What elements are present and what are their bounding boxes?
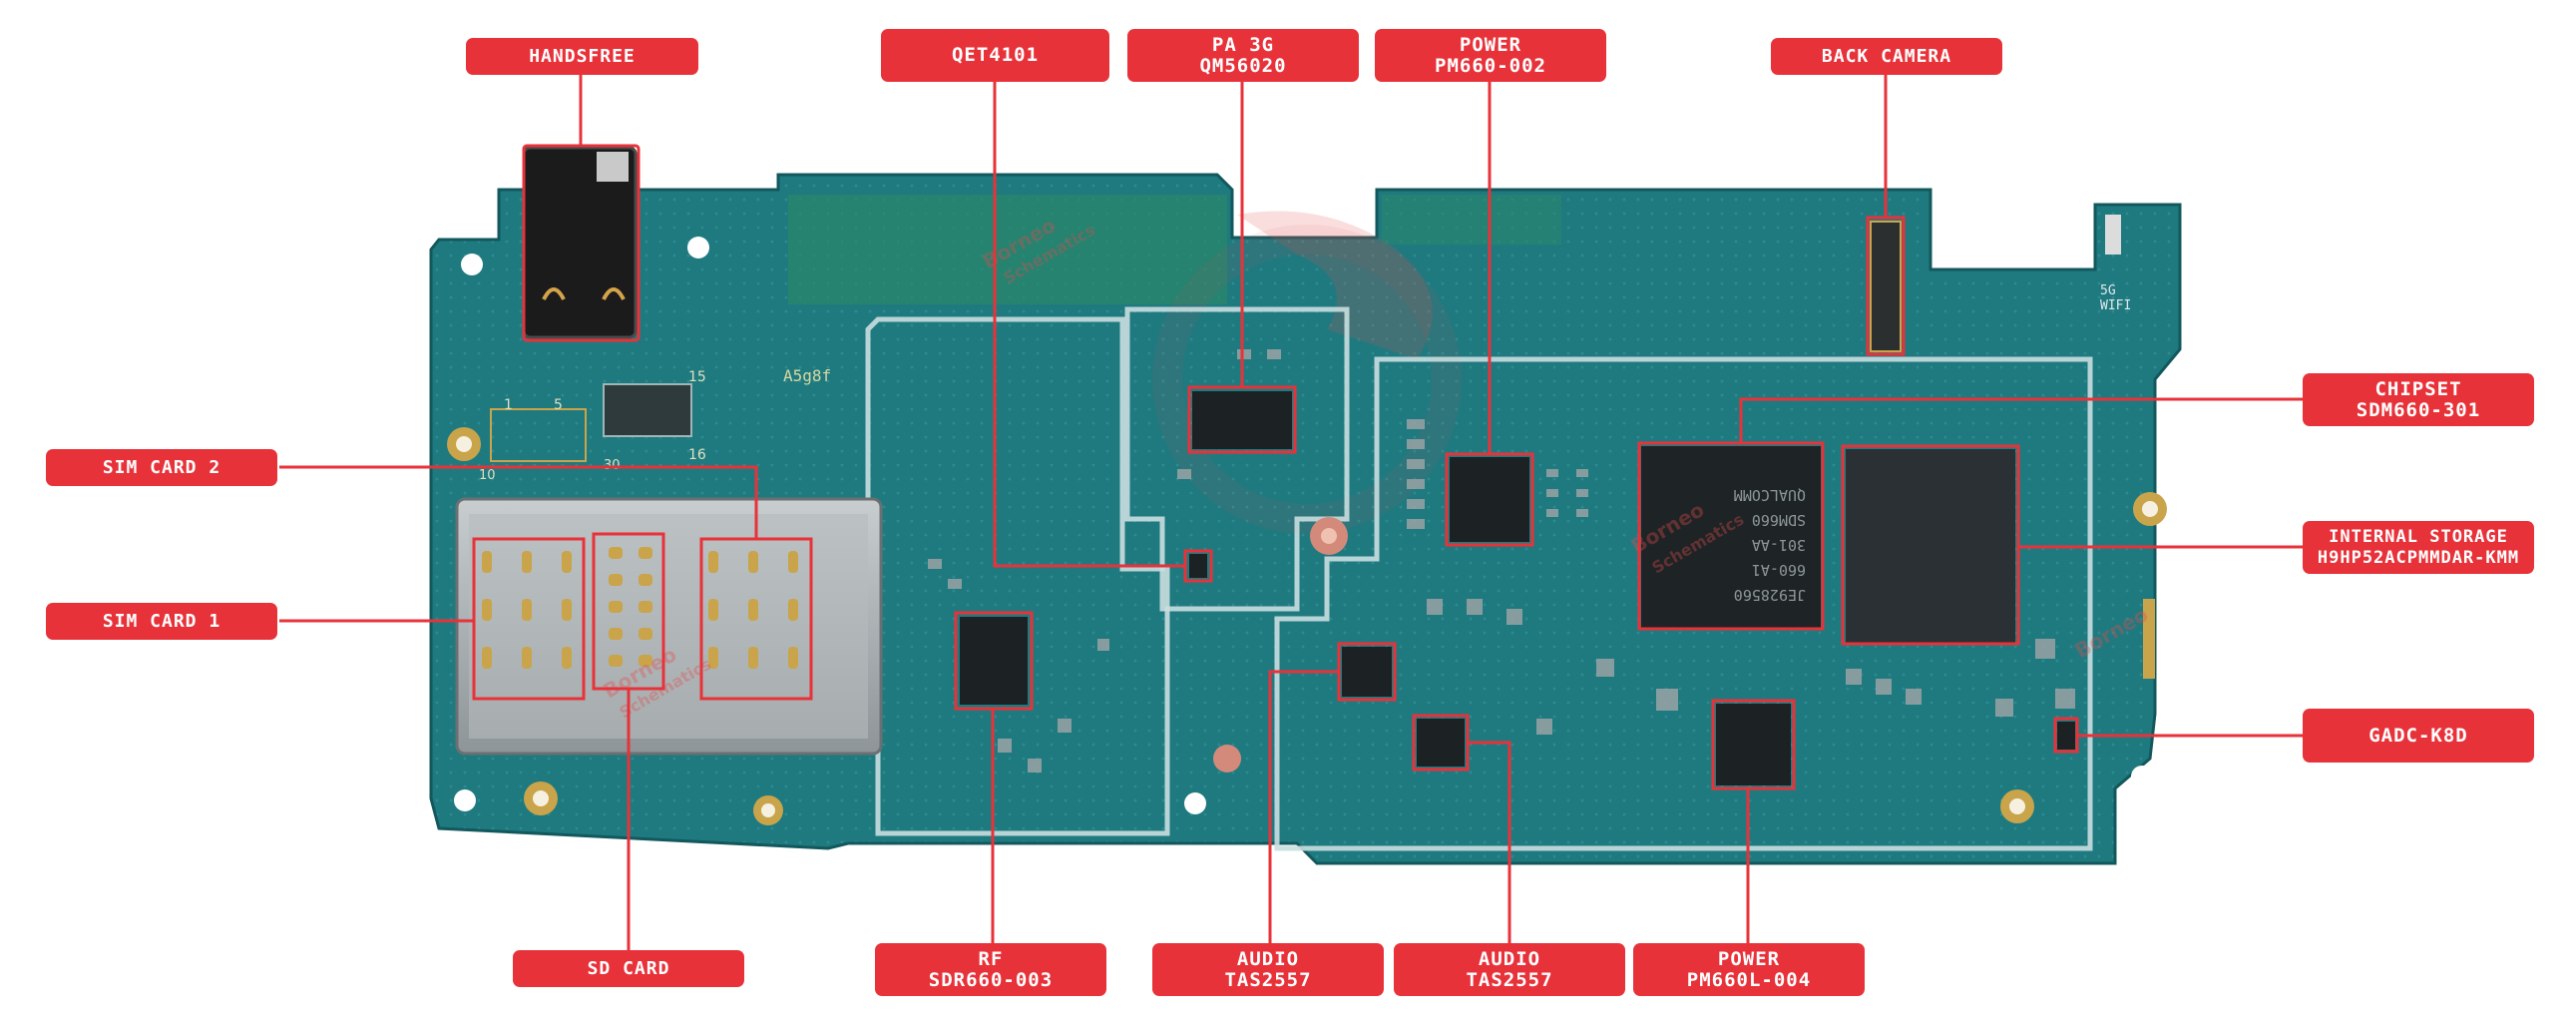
svg-text:JE928560: JE928560 <box>1734 586 1806 604</box>
label-sim2: SIM CARD 2 <box>46 449 277 486</box>
pcb-green-area-right <box>1382 195 1561 245</box>
power-chip-top <box>1450 457 1529 542</box>
highlight-boxes <box>472 144 2079 790</box>
leader-lines <box>279 75 2303 950</box>
leader-audio1 <box>1268 670 1339 943</box>
sim-tray-inner <box>469 514 868 739</box>
wifi-antenna-pads <box>2105 215 2121 255</box>
jack-pins <box>542 287 626 300</box>
sd-contacts <box>609 547 652 667</box>
connector-num-16: 16 <box>688 447 706 463</box>
gold-pads <box>447 427 2167 825</box>
label-qet4101: QET4101 <box>881 29 1109 82</box>
rf-chip <box>960 617 1028 705</box>
qet-chip <box>1189 554 1207 578</box>
svg-text:QUALCOMM: QUALCOMM <box>1734 486 1806 504</box>
pa-shield <box>1124 306 1350 612</box>
leader-sim2 <box>279 465 758 539</box>
svg-text:SDM660: SDM660 <box>1752 511 1806 529</box>
highlight-sim1 <box>472 537 586 701</box>
pcb-green-area <box>788 195 1227 304</box>
connector-num-5: 5 <box>554 397 563 413</box>
label-back-camera: BACK CAMERA <box>1771 38 2002 75</box>
jack-metal-top <box>597 152 629 182</box>
camera-connector <box>1870 221 1902 352</box>
power-chip-bottom <box>1716 704 1791 785</box>
connector-outline <box>490 408 587 462</box>
label-sim1: SIM CARD 1 <box>46 603 277 640</box>
smd-components <box>928 349 2075 773</box>
watermark-logo <box>1237 211 1433 359</box>
label-handsfree: HANDSFREE <box>466 38 698 75</box>
connector-num-10: 10 <box>479 468 496 483</box>
highlight-storage <box>1841 444 2020 646</box>
connector-num-1: 1 <box>504 397 513 413</box>
leader-qet4101 <box>993 82 1185 568</box>
svg-text:301-AA: 301-AA <box>1752 536 1806 554</box>
storage-chip <box>1846 449 2015 644</box>
side-connector <box>2143 599 2155 679</box>
gadc-chip <box>2057 722 2075 750</box>
connector-num-15: 15 <box>688 369 706 385</box>
display-connector <box>603 383 692 437</box>
svg-text:660-A1: 660-A1 <box>1752 561 1806 579</box>
label-gadc: GADC-K8D <box>2303 709 2534 763</box>
leader-chipset <box>1739 397 2303 443</box>
highlight-chipset <box>1637 441 1825 631</box>
board-model-code: A5g8f <box>783 366 831 385</box>
leader-audio2 <box>1468 741 1511 943</box>
cpu-chip <box>1641 446 1821 628</box>
highlight-power-bottom <box>1711 699 1796 790</box>
label-sd-card: SD CARD <box>513 950 744 987</box>
sim1-contacts <box>482 551 572 669</box>
audio-chip-1 <box>1342 647 1392 697</box>
mounting-holes <box>454 237 2153 814</box>
main-shield <box>1274 356 2093 851</box>
board-wifi: WIFI <box>2100 298 2131 313</box>
sim2-contacts <box>708 551 798 669</box>
board-wifi-5g: 5G <box>2100 283 2116 298</box>
audio-chip-2 <box>1417 719 1465 767</box>
pa-chip <box>1192 391 1292 449</box>
cpu-markings: JE928560 660-A1 301-AA SDM660 QUALCOMM <box>1734 486 1806 604</box>
